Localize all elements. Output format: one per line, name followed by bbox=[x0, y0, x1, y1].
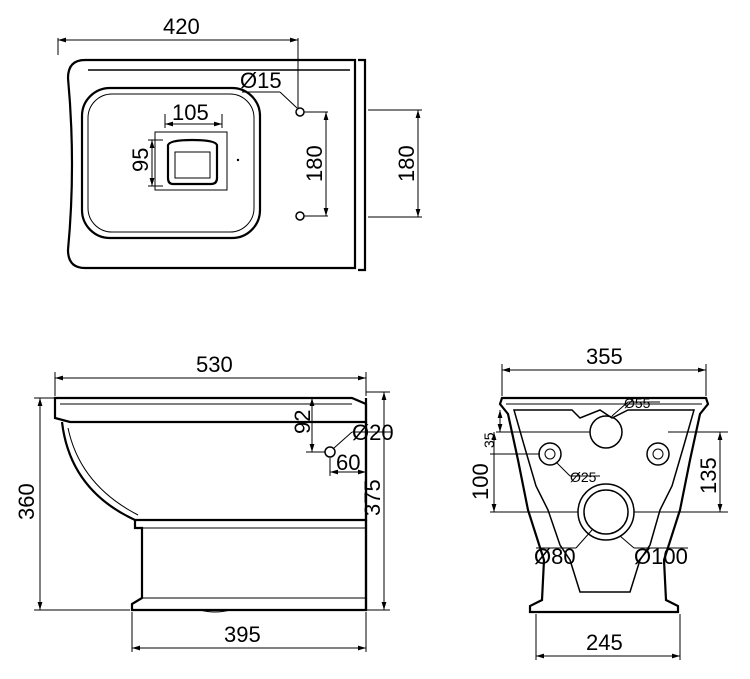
back-view-inner bbox=[513, 409, 695, 593]
back-view-hole-left bbox=[538, 442, 562, 466]
back-view-outline bbox=[498, 396, 710, 614]
side-length-label: 530 bbox=[196, 352, 233, 377]
side-hole-dia-label-back: Ø25 bbox=[570, 469, 597, 485]
top-view-outline bbox=[66, 58, 357, 270]
top-view: 420 Ø15 105 95 180 180 bbox=[57, 14, 422, 272]
side-view-pedestal bbox=[130, 520, 368, 612]
outlet-inner-dia-label: Ø80 bbox=[534, 544, 576, 569]
back-view-outlet-outer bbox=[577, 483, 635, 541]
top-view-bowl-inner bbox=[87, 93, 255, 233]
outlet-outer-dia-label: Ø100 bbox=[634, 544, 688, 569]
back-view-top-hole bbox=[589, 415, 623, 449]
side-spacing-label: 180 bbox=[394, 145, 419, 182]
side-view-lid bbox=[53, 396, 368, 424]
side-view-hole bbox=[324, 446, 336, 458]
top-view-dot bbox=[236, 158, 240, 162]
top-view-drain bbox=[166, 138, 219, 186]
hole-spacing-label: 180 bbox=[302, 145, 327, 182]
top-view-hole-upper bbox=[295, 107, 305, 117]
side-height-label: 360 bbox=[14, 483, 39, 520]
side-height-label-back: 100 bbox=[468, 463, 493, 500]
back-view-outlet-inner bbox=[583, 489, 629, 535]
base-length-label: 395 bbox=[224, 622, 261, 647]
side-hole-dia-label: Ø20 bbox=[352, 420, 394, 445]
hole-offset-label: 60 bbox=[336, 450, 360, 475]
top-view-drain-frame bbox=[154, 131, 228, 191]
top-hole-dia-label-back: Ø55 bbox=[624, 395, 651, 411]
base-width-label: 245 bbox=[586, 630, 623, 655]
side-view: 530 360 375 92 Ø20 60 395 bbox=[14, 352, 394, 652]
overall-height-label: 375 bbox=[360, 479, 385, 516]
top-view-hole-lower bbox=[295, 211, 305, 221]
top-view-rear-flange bbox=[358, 58, 367, 272]
back-view: 355 Ø55 35 100 Ø25 135 Ø80 Ø100 bbox=[468, 344, 728, 660]
outlet-height-label: 135 bbox=[696, 457, 721, 494]
top-view-bowl bbox=[80, 86, 262, 240]
side-view-bowl bbox=[60, 421, 368, 522]
back-view-hole-right bbox=[646, 442, 670, 466]
hole-height-label: 92 bbox=[290, 410, 315, 434]
top-width-label: 420 bbox=[163, 14, 200, 39]
inner-height-label: 95 bbox=[128, 148, 153, 172]
top-view-drain-inner bbox=[174, 151, 211, 179]
top-hole-dia-label: Ø15 bbox=[240, 68, 282, 93]
inner-width-label: 105 bbox=[172, 100, 209, 125]
back-width-label: 355 bbox=[586, 344, 623, 369]
top-offset-label: 35 bbox=[481, 432, 497, 448]
